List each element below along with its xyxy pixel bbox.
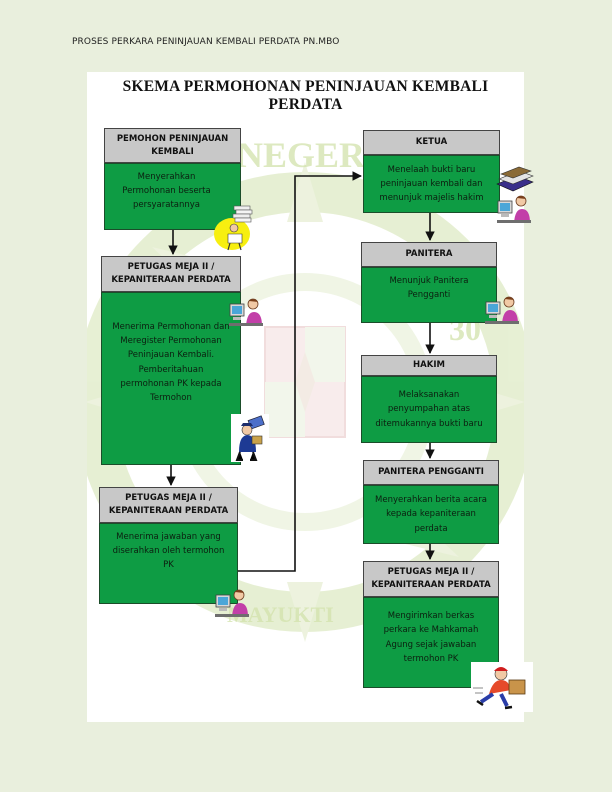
computer-user-icon: [485, 296, 519, 324]
step-meja-register: PETUGAS MEJA II / KEPANITERAAN PERDATA M…: [101, 256, 241, 465]
step-meja-kirim-berkas-head: PETUGAS MEJA II / KEPANITERAAN PERDATA: [363, 561, 499, 597]
step-ketua-head: KETUA: [363, 130, 500, 155]
document-stack-person-icon: [214, 205, 253, 251]
watermark-top-text: NEGERI: [237, 135, 379, 175]
step-pemohon-head: PEMOHON PENINJAUAN KEMBALI: [104, 128, 241, 163]
postman-icon: [231, 414, 269, 462]
step-meja-terima-jawaban-head: PETUGAS MEJA II / KEPANITERAAN PERDATA: [99, 487, 238, 523]
step-panitera-pengganti-body: Menyerahkan berita acara kepada kepanite…: [363, 485, 499, 544]
computer-user-icon: [215, 589, 249, 617]
step-hakim-body: Melaksanakan penyumpahan atas ditemukann…: [361, 376, 497, 443]
step-meja-terima-jawaban: PETUGAS MEJA II / KEPANITERAAN PERDATA M…: [99, 487, 238, 604]
computer-user-icon: [229, 298, 263, 326]
step-panitera-pengganti-head: PANITERA PENGGANTI: [363, 460, 499, 485]
step-meja-register-head: PETUGAS MEJA II / KEPANITERAAN PERDATA: [101, 256, 241, 292]
books-icon: [496, 166, 534, 192]
step-hakim-head: HAKIM: [361, 355, 497, 376]
step-ketua: KETUA Menelaah bukti baru peninjauan kem…: [363, 130, 500, 213]
delivery-courier-icon: [471, 662, 533, 712]
step-pemohon-body: Menyerahkan Permohonan beserta persyarat…: [104, 163, 241, 230]
diagram-sheet: NEGERI MAYUKTI 30 SKEMA PERMOHONAN PENIN…: [87, 72, 534, 722]
step-meja-register-body: Menerima Permohonan dan Meregister Permo…: [101, 292, 241, 465]
step-panitera-pengganti: PANITERA PENGGANTI Menyerahkan berita ac…: [363, 460, 499, 544]
step-ketua-body: Menelaah bukti baru peninjauan kembali d…: [363, 155, 500, 213]
step-panitera-body: Menunjuk Panitera Pengganti: [361, 267, 497, 323]
step-meja-terima-jawaban-body: Menerima jawaban yang diserahkan oleh te…: [99, 523, 238, 604]
computer-user-icon: [497, 195, 531, 223]
step-panitera: PANITERA Menunjuk Panitera Pengganti: [361, 242, 497, 323]
step-pemohon: PEMOHON PENINJAUAN KEMBALI Menyerahkan P…: [104, 128, 241, 230]
diagram-title: SKEMA PERMOHONAN PENINJAUAN KEMBALI PERD…: [122, 78, 489, 113]
step-panitera-head: PANITERA: [361, 242, 497, 267]
step-hakim: HAKIM Melaksanakan penyumpahan atas dite…: [361, 355, 497, 443]
document-header: PROSES PERKARA PENINJAUAN KEMBALI PERDAT…: [72, 37, 340, 47]
